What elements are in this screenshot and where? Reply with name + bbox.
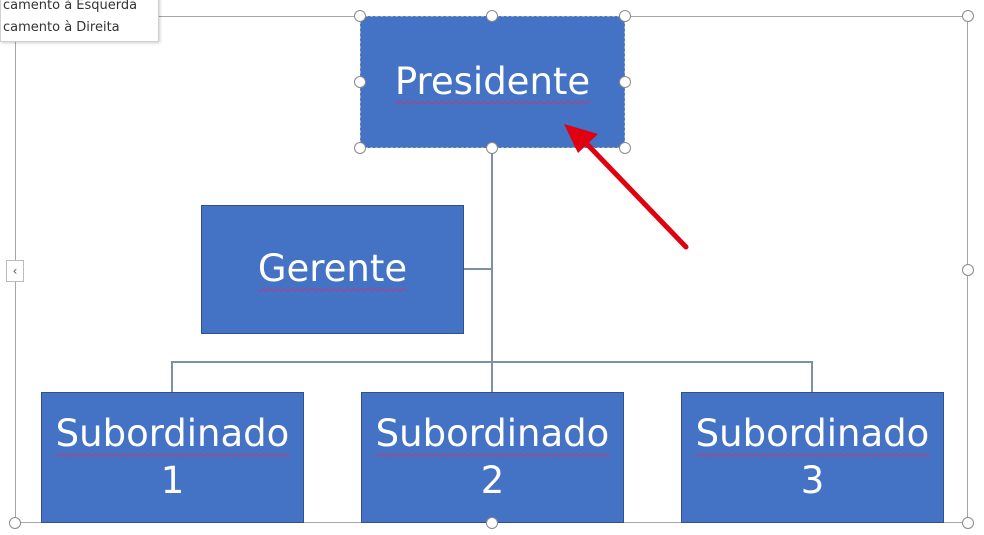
context-menu: camento à Esquerda camento à Direita: [0, 0, 159, 42]
menu-item-right[interactable]: camento à Direita: [3, 20, 120, 35]
frame-handle[interactable]: [962, 517, 974, 529]
manager-box[interactable]: Gerente: [201, 205, 464, 334]
resize-handle[interactable]: [486, 142, 498, 154]
connector: [172, 361, 813, 363]
frame-handle[interactable]: [486, 517, 498, 529]
connector: [811, 361, 813, 392]
frame-handle[interactable]: [962, 10, 974, 22]
frame-handle[interactable]: [9, 517, 21, 529]
connector: [464, 268, 492, 270]
frame-handle[interactable]: [962, 264, 974, 276]
connector: [491, 148, 493, 392]
resize-handle[interactable]: [619, 10, 631, 22]
president-box[interactable]: Presidente: [360, 16, 625, 148]
resize-handle[interactable]: [619, 76, 631, 88]
menu-item-left[interactable]: camento à Esquerda: [3, 0, 138, 13]
resize-handle[interactable]: [354, 76, 366, 88]
resize-handle[interactable]: [354, 10, 366, 22]
resize-handle[interactable]: [619, 142, 631, 154]
resize-handle[interactable]: [486, 10, 498, 22]
resize-handle[interactable]: [354, 142, 366, 154]
chevron-left-icon[interactable]: ‹: [6, 260, 24, 282]
connector: [171, 361, 173, 392]
